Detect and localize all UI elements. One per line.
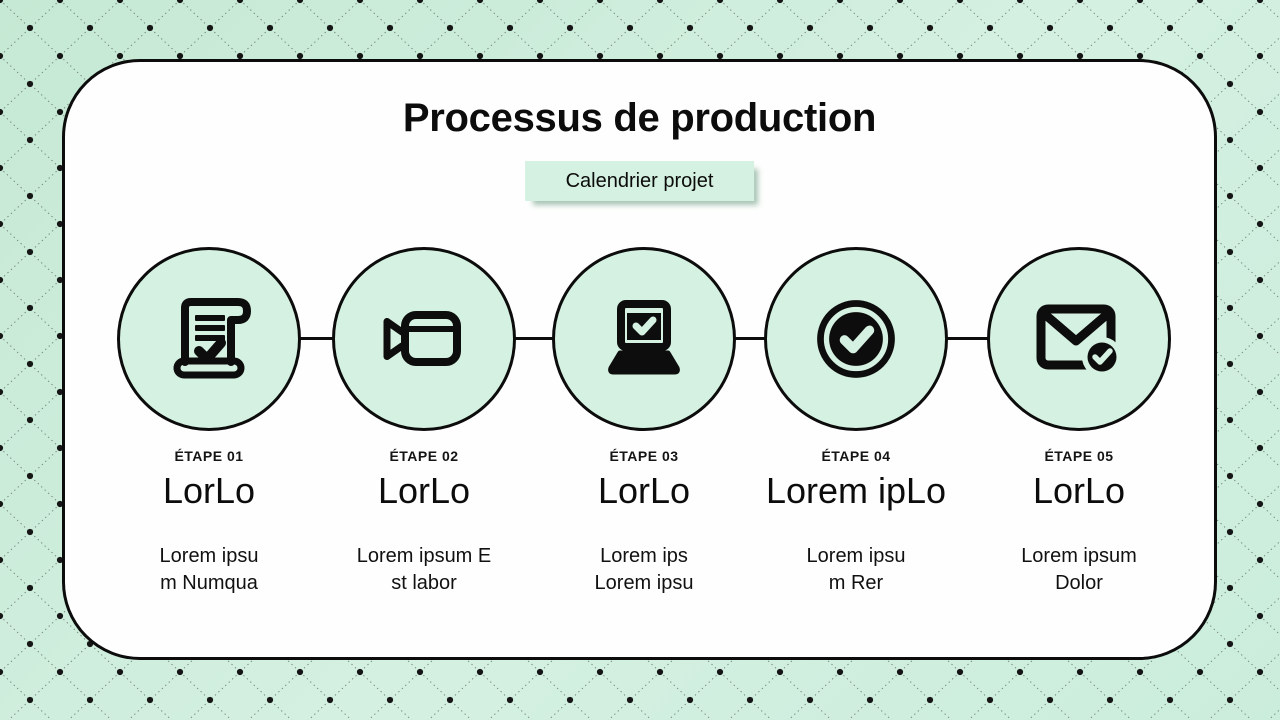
slide-card: Processus de production Calendrier proje… — [62, 59, 1217, 660]
process-step-1: ÉTAPE 01 LorLo Lorem ipsu m Numqua — [103, 247, 315, 596]
process-step-5: ÉTAPE 05 LorLo Lorem ipsum Dolor — [973, 247, 1185, 596]
step-circle — [987, 247, 1171, 431]
step-description: Lorem ipsu m Rer — [806, 545, 906, 594]
step-title: LorLo — [162, 470, 256, 511]
step-circle — [332, 247, 516, 431]
step-label: ÉTAPE 01 — [174, 448, 244, 464]
check-circle-icon — [817, 300, 895, 378]
step-circle — [552, 247, 736, 431]
mail-check-icon — [1036, 304, 1122, 377]
step-label: ÉTAPE 02 — [389, 448, 459, 464]
step-description: Lorem ipsum E st labor — [356, 545, 492, 594]
subtitle-badge: Calendrier projet — [524, 161, 755, 201]
step-label: ÉTAPE 03 — [609, 448, 679, 464]
step-title: LorLo — [597, 470, 691, 511]
video-camera-icon — [383, 311, 461, 366]
process-step-3: ÉTAPE 03 LorLo Lorem ips Lorem ipsu — [538, 247, 750, 596]
process-step-4: ÉTAPE 04 Lorem ipLo Lorem ipsu m Rer — [750, 247, 962, 596]
laptop-check-icon — [608, 300, 680, 375]
scroll-check-icon — [173, 298, 251, 379]
step-description: Lorem ipsu m Numqua — [159, 545, 259, 594]
step-label: ÉTAPE 05 — [1044, 448, 1114, 464]
step-circle — [117, 247, 301, 431]
step-description: Lorem ips Lorem ipsu — [594, 545, 694, 594]
process-step-2: ÉTAPE 02 LorLo Lorem ipsum E st labor — [318, 247, 530, 596]
page-title: Processus de production — [402, 96, 877, 140]
step-title: Lorem ipLo — [765, 470, 947, 511]
step-description: Lorem ipsum Dolor — [1021, 545, 1137, 594]
step-title: LorLo — [1032, 470, 1126, 511]
step-title: LorLo — [377, 470, 471, 511]
step-circle — [764, 247, 948, 431]
step-label: ÉTAPE 04 — [821, 448, 891, 464]
